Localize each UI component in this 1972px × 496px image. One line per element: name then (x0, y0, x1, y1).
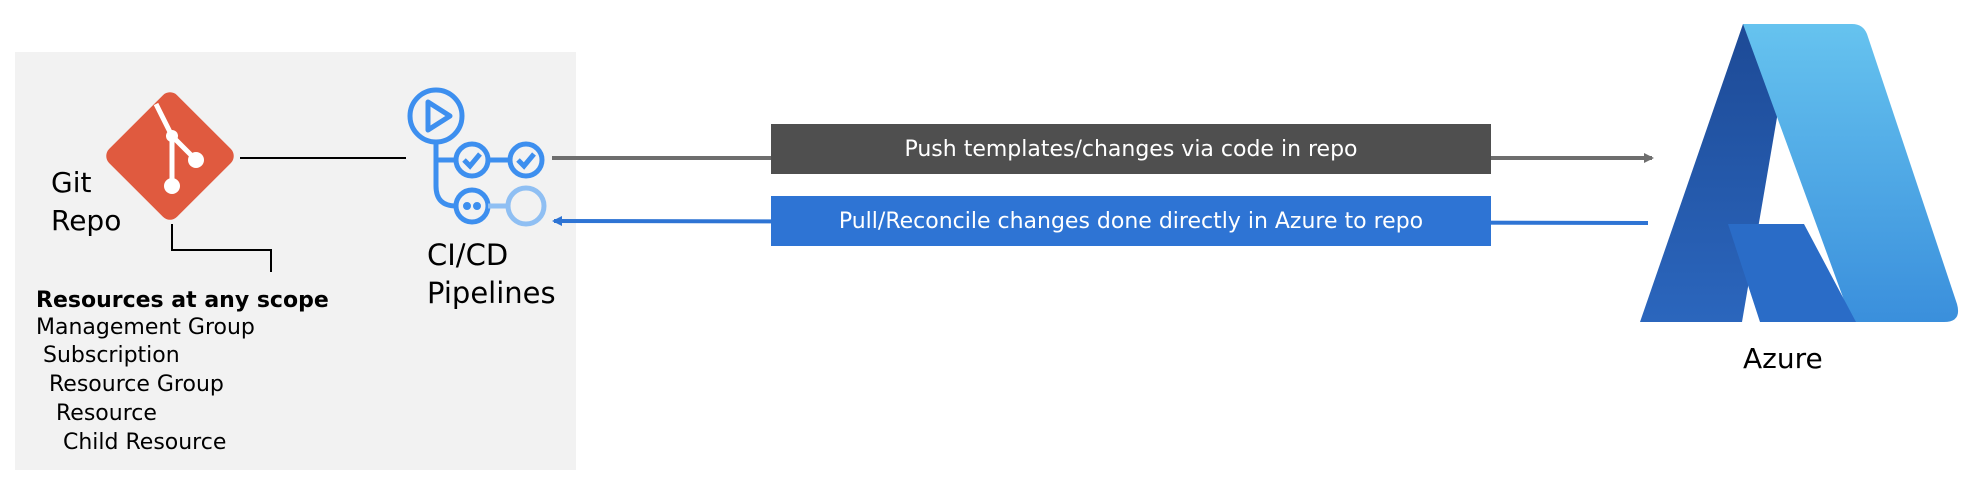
azure-label: Azure (1743, 342, 1823, 375)
scope-resource-group: Resource Group (49, 372, 224, 397)
scope-title: Resources at any scope (36, 288, 329, 313)
git-logo-icon (106, 92, 234, 220)
source-control-panel (15, 52, 576, 470)
git-label-line1: Git (51, 166, 92, 199)
cicd-label-line2: Pipelines (427, 276, 556, 310)
pipelines-icon (407, 87, 547, 227)
push-banner: Push templates/changes via code in repo (771, 124, 1491, 174)
azure-logo-icon (1640, 24, 1959, 322)
pull-banner-label: Pull/Reconcile changes done directly in … (838, 208, 1424, 234)
scope-resource: Resource (56, 401, 157, 426)
scope-child-resource: Child Resource (63, 430, 227, 455)
pull-banner: Pull/Reconcile changes done directly in … (771, 196, 1491, 246)
scope-management-group: Management Group (36, 315, 255, 340)
scope-subscription: Subscription (43, 343, 180, 368)
cicd-pipelines-label: CI/CD Pipelines (427, 236, 556, 312)
git-repo-label: Git Repo (51, 164, 121, 240)
git-scope-bracket (171, 224, 272, 272)
git-label-line2: Repo (51, 204, 122, 237)
push-banner-label: Push templates/changes via code in repo (904, 136, 1358, 162)
cicd-label-line1: CI/CD (427, 238, 509, 272)
